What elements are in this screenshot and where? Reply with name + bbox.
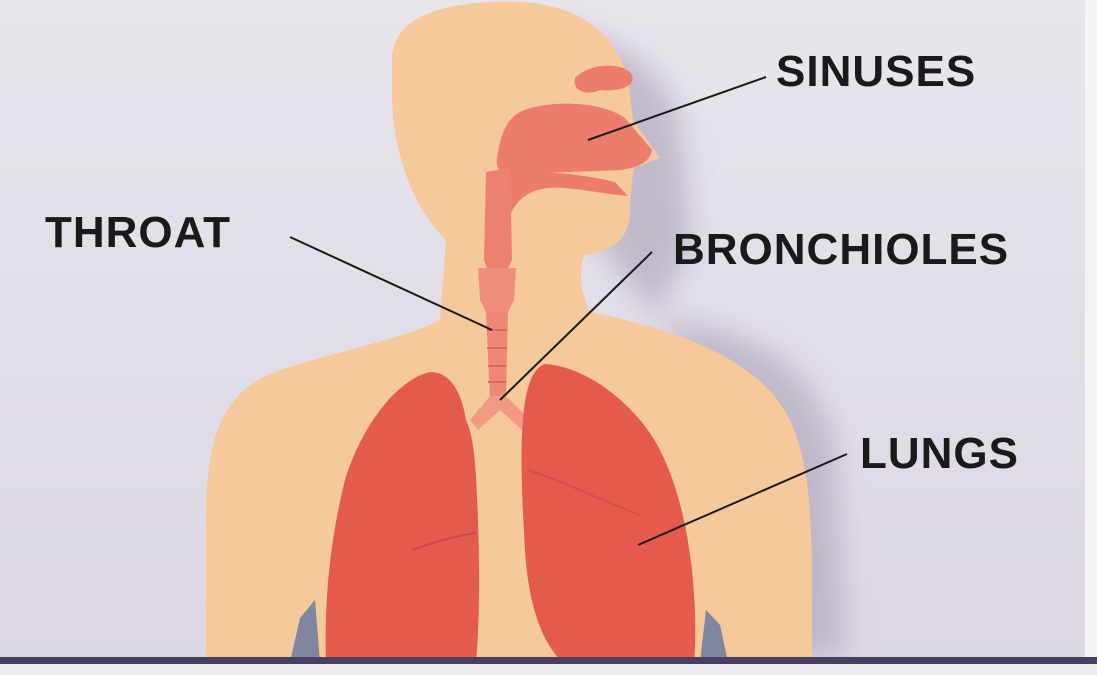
pharynx <box>484 168 512 268</box>
lungs-label: LUNGS <box>860 432 1019 476</box>
throat-label: THROAT <box>45 211 231 255</box>
right-edge-strip <box>1085 0 1097 675</box>
bottom-strip <box>0 664 1097 675</box>
larynx <box>478 268 516 312</box>
bronchioles-label: BRONCHIOLES <box>673 228 1009 272</box>
sinuses-label: SINUSES <box>776 50 976 94</box>
bottom-baseline <box>0 657 1097 664</box>
